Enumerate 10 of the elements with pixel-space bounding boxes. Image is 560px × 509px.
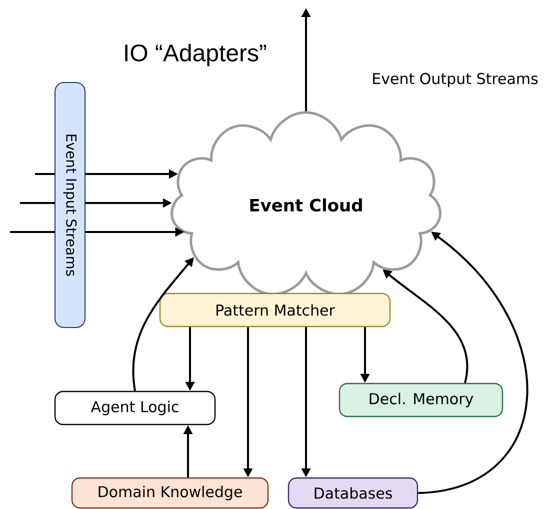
title-text: IO “Adapters” — [125, 44, 266, 66]
process-box: Domain Knowledge — [71, 477, 269, 509]
event-cloud: Event Cloud — [170, 111, 442, 296]
input-streams-band: Event Input Streams — [54, 82, 86, 328]
process-box: Databases — [288, 477, 418, 509]
arrow — [418, 232, 528, 494]
process-box: Agent Logic — [54, 390, 216, 426]
process-box: Decl. Memory — [338, 382, 504, 418]
caption-text: Event Output Streams — [373, 72, 538, 88]
process-box: Pattern Matcher — [159, 292, 391, 328]
